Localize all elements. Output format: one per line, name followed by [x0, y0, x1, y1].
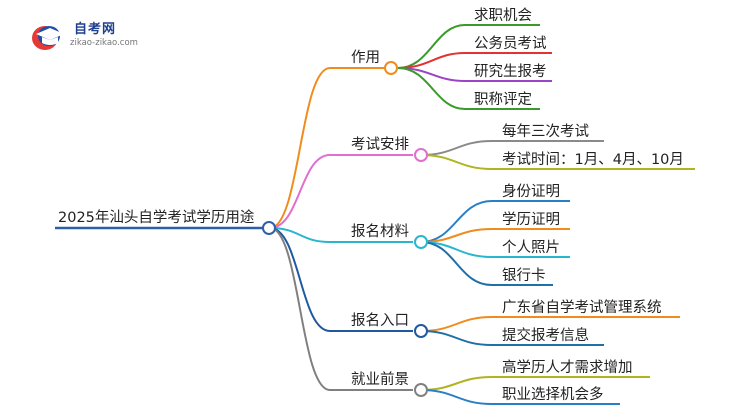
connector-branch-5-leaf-2: [420, 389, 620, 405]
connector-branch-3-leaf-2: [420, 228, 570, 243]
root-label: 2025年汕头自学考试学历用途: [58, 209, 255, 226]
branch-label-5: 就业前景: [351, 371, 409, 388]
leaf-label: 学历证明: [502, 211, 560, 228]
leaf-label: 考试时间：1月、4月、10月: [502, 151, 684, 168]
leaf-label: 提交报考信息: [502, 326, 589, 344]
leaf-label: 广东省自学考试管理系统: [502, 299, 662, 316]
connector-branch-2-leaf-1: [420, 140, 604, 156]
leaf-label: 高学历人才需求增加: [502, 359, 633, 376]
leaf-label: 银行卡: [502, 267, 546, 284]
brand-name: 自考网: [74, 22, 117, 37]
branch-label-1: 作用: [351, 49, 380, 66]
connector-branch-3-leaf-1: [420, 200, 570, 243]
leaf-label: 公务员考试: [474, 35, 547, 52]
graduation-cap-icon: [32, 26, 64, 50]
leaf-label: 每年三次考试: [502, 123, 589, 140]
branch-node-3[interactable]: [414, 235, 428, 249]
branch-node-4[interactable]: [414, 324, 428, 338]
connector-branch-4-leaf-2: [420, 330, 604, 346]
site-logo: 自考网 zikao-zikao.com: [30, 16, 150, 56]
connector-root-branch-4: [269, 227, 413, 332]
connector-root-branch-1: [269, 67, 390, 229]
brand-url: zikao-zikao.com: [70, 38, 138, 48]
branch-label-2: 考试安排: [351, 136, 409, 153]
connector-branch-3-leaf-4: [420, 241, 553, 286]
leaf-label: 求职机会: [474, 7, 532, 24]
branch-node-1[interactable]: [384, 61, 398, 75]
connector-root-branch-2: [269, 154, 413, 229]
connector-root-branch-3: [269, 227, 413, 243]
connector-root-branch-5: [269, 227, 413, 391]
connector-branch-4-leaf-1: [420, 316, 680, 332]
root-node[interactable]: [262, 221, 276, 235]
leaf-label: 个人照片: [502, 239, 560, 256]
connector-branch-1-leaf-1: [397, 24, 540, 69]
leaf-label: 身份证明: [502, 183, 560, 200]
connector-branch-5-leaf-1: [420, 376, 650, 391]
branch-node-2[interactable]: [414, 148, 428, 162]
connector-branch-2-leaf-2: [420, 154, 695, 170]
leaf-label: 职称评定: [474, 91, 532, 108]
leaf-label: 研究生报考: [474, 63, 547, 80]
branch-node-5[interactable]: [414, 383, 428, 397]
branch-label-3: 报名材料: [351, 223, 409, 240]
leaf-label: 职业选择机会多: [502, 386, 604, 403]
connector-branch-1-leaf-4: [397, 67, 540, 110]
branch-label-4: 报名入口: [351, 312, 409, 329]
